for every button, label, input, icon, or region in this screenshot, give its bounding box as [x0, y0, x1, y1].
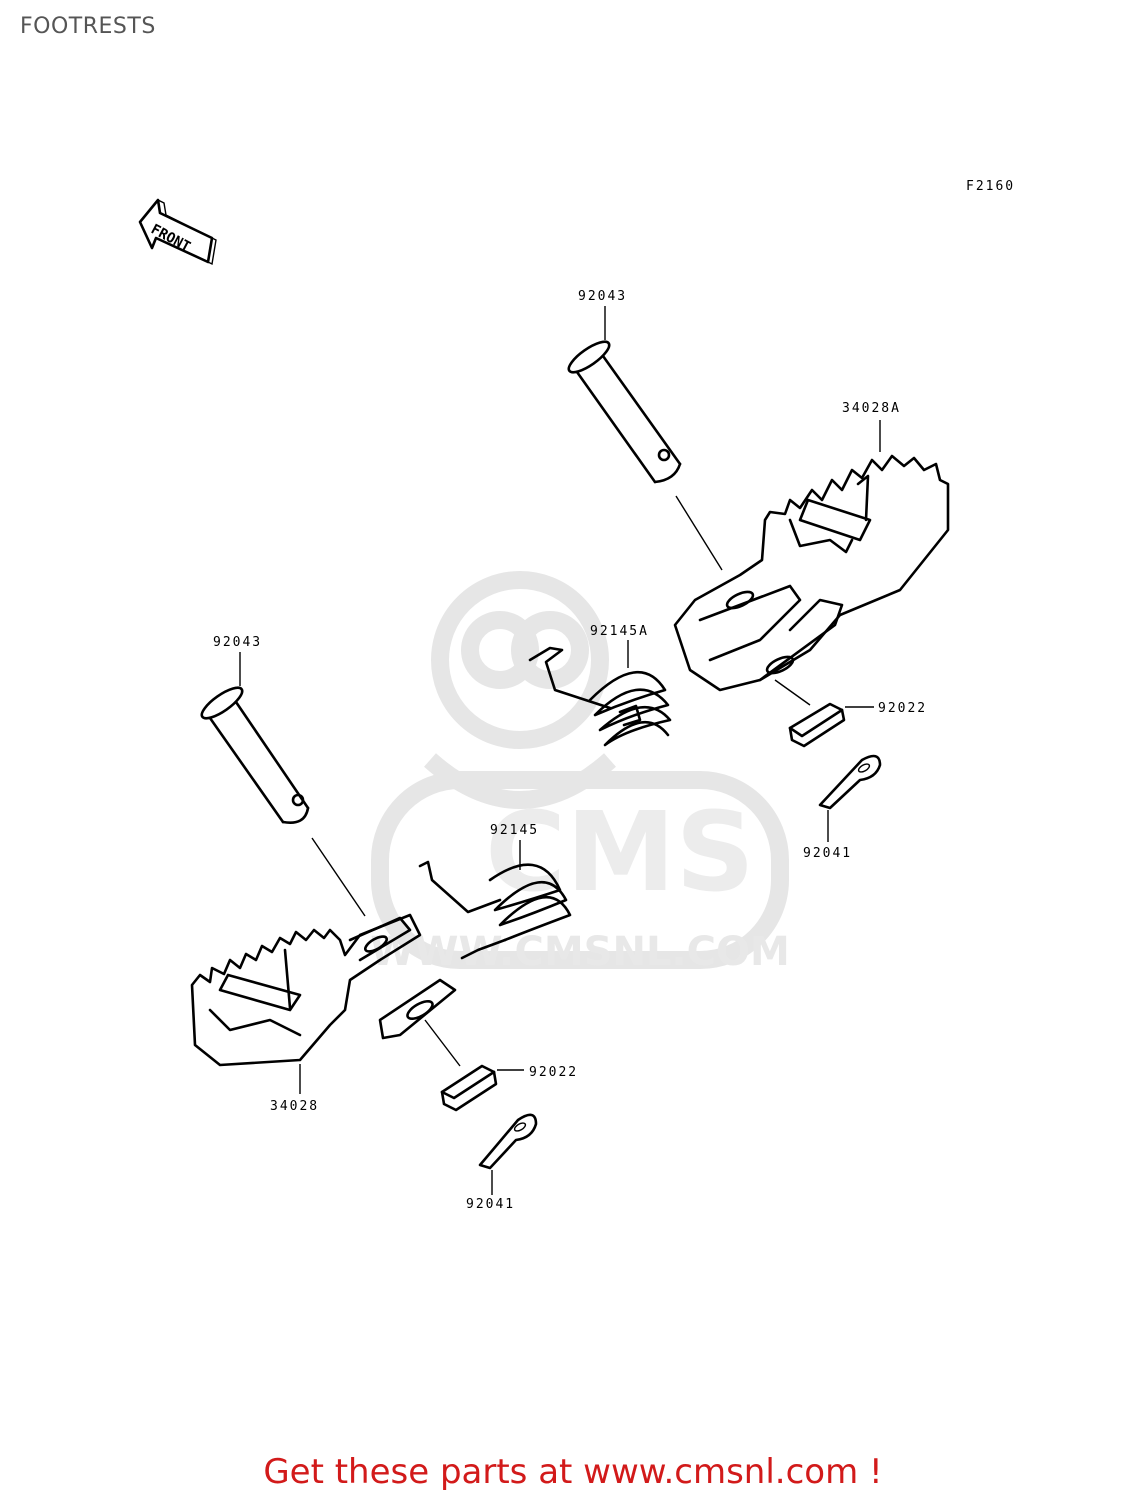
washer-92022-upper: [788, 702, 846, 748]
page-title: FOOTRESTS: [20, 14, 156, 39]
spring-92145A: [528, 646, 672, 747]
footrest-34028A: [673, 454, 950, 692]
washer-92022-lower: [440, 1064, 498, 1112]
pin-92043-upper: [567, 340, 682, 484]
part-label-92043-upper: 92043: [578, 289, 627, 304]
part-label-92041-upper: 92041: [803, 846, 852, 861]
part-label-92043-lower: 92043: [213, 635, 262, 650]
footrest-34028: [190, 913, 457, 1067]
part-label-34028: 34028: [270, 1099, 319, 1114]
part-label-92145: 92145: [490, 823, 539, 838]
figure-code: F2160: [966, 179, 1015, 194]
cotter-pin-92041-lower: [478, 1113, 538, 1170]
watermark-logo-text: CMS: [485, 788, 754, 916]
watermark: CMS WWW.CMSNL.COM: [370, 571, 790, 975]
pin-92043-lower: [200, 686, 310, 824]
spring-92145: [418, 860, 572, 960]
part-label-92022-lower: 92022: [529, 1065, 578, 1080]
footer-link[interactable]: Get these parts at www.cmsnl.com !: [263, 1452, 883, 1492]
cotter-pin-92041-upper: [818, 754, 882, 810]
front-arrow-icon: FRONT: [138, 198, 217, 266]
part-label-92022-upper: 92022: [878, 701, 927, 716]
part-label-92145A: 92145A: [590, 624, 649, 639]
watermark-url: WWW.CMSNL.COM: [370, 929, 790, 975]
part-label-92041-lower: 92041: [466, 1197, 515, 1212]
parts-diagram: CMS WWW.CMSNL.COM F2160 FRONT 92043 3402…: [138, 179, 1015, 1212]
part-label-34028A: 34028A: [842, 401, 901, 416]
